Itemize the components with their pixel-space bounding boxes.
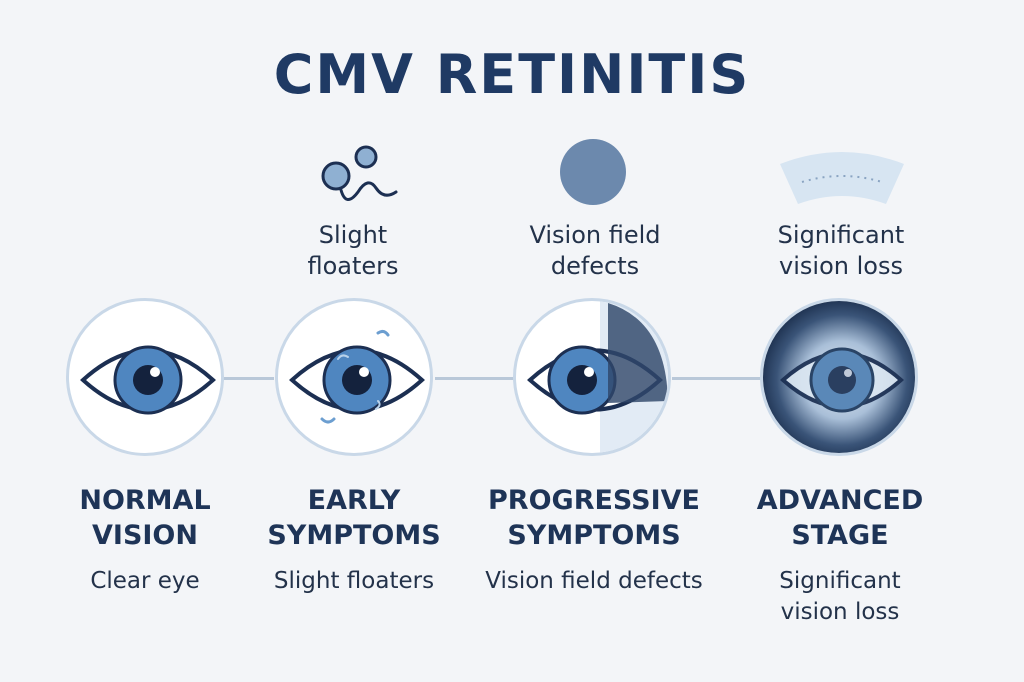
stage-desc-normal: Clear eye — [90, 568, 200, 594]
stage-title-advanced: ADVANCED STAGE — [756, 485, 924, 551]
top-label-floaters: Slight floaters — [307, 221, 399, 280]
eye-blurred-icon — [763, 301, 915, 453]
stage-desc-advanced: Significant vision loss — [779, 568, 901, 625]
stage-circle-progressive — [513, 298, 671, 456]
stage-circle-normal — [66, 298, 224, 456]
eye-shadow-icon — [527, 301, 668, 453]
stage-desc-progressive: Vision field defects — [485, 568, 703, 594]
eye-floaters-icon — [289, 329, 425, 424]
floaters-icon — [296, 140, 416, 220]
connector-line-2 — [435, 377, 515, 380]
page-title: CMV RETINITIS — [273, 43, 751, 106]
connector-line-1 — [222, 377, 274, 380]
stage-circle-early — [275, 298, 433, 456]
top-label-vision-loss: Significant vision loss — [777, 221, 905, 280]
stage-title-early: EARLY SYMPTOMS — [267, 485, 441, 551]
dark-spot-icon — [533, 136, 653, 216]
stage-circle-advanced — [760, 298, 918, 456]
stage-title-progressive: PROGRESSIVE SYMPTOMS — [488, 485, 700, 551]
connector-line-3 — [672, 377, 762, 380]
stage-title-normal: NORMAL VISION — [79, 485, 211, 551]
stage-desc-early: Slight floaters — [273, 568, 435, 594]
vision-arc-icon — [772, 146, 904, 226]
eye-icon — [80, 345, 216, 415]
top-label-field-defects: Vision field defects — [529, 221, 661, 280]
